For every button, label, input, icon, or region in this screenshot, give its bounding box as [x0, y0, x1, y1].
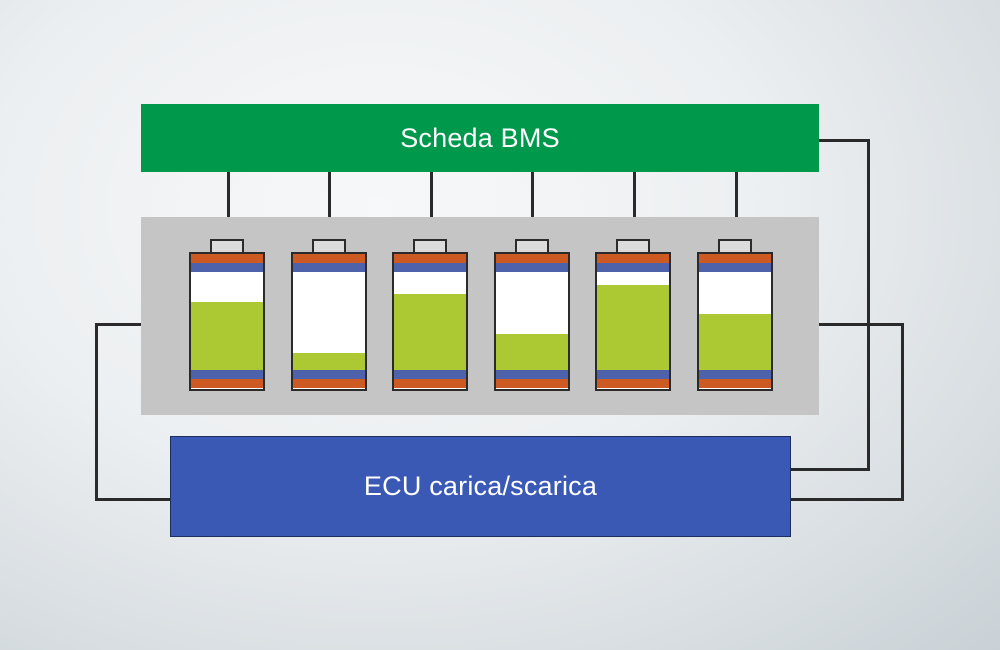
cell-bottom-orange-band [496, 379, 568, 388]
cell-bottom-blue-band [597, 370, 669, 379]
cell-top-orange-band [191, 254, 263, 263]
bms-cell-wire-5 [633, 172, 636, 217]
cell-charge-area [394, 273, 466, 370]
cell-top-orange-band [699, 254, 771, 263]
cell-bottom-orange-band [293, 379, 365, 388]
cell-bottom-orange-band [191, 379, 263, 388]
cell-bottom-blue-band [394, 370, 466, 379]
cell-top-blue-band [293, 263, 365, 272]
bms-cell-wire-3 [430, 172, 433, 217]
bms-cell-wire-4 [531, 172, 534, 217]
bms-board-label: Scheda BMS [400, 122, 560, 153]
cell-charge-area [293, 273, 365, 370]
cell-charge-level [699, 314, 771, 370]
battery-cell [392, 239, 468, 391]
cell-bottom-blue-band [191, 370, 263, 379]
battery-cell-terminal [413, 239, 447, 253]
cell-charge-level [496, 334, 568, 370]
cell-top-blue-band [394, 263, 466, 272]
battery-cell-terminal [616, 239, 650, 253]
cell-charge-level [293, 353, 365, 370]
ecu-box-label: ECU carica/scarica [363, 471, 598, 501]
cell-charge-level [597, 285, 669, 370]
cell-bottom-orange-band [597, 379, 669, 388]
tray-ecu-right-wire-bottom [791, 498, 904, 501]
cell-top-blue-band [597, 263, 669, 272]
cell-top-blue-band [191, 263, 263, 272]
battery-cell [595, 239, 671, 391]
tray-ecu-left-wire-vertical [95, 323, 98, 501]
battery-cell-terminal [718, 239, 752, 253]
cell-top-orange-band [597, 254, 669, 263]
cell-top-blue-band [496, 263, 568, 272]
cell-charge-area [597, 273, 669, 370]
battery-cell-body [595, 252, 671, 391]
cell-top-blue-band [699, 263, 771, 272]
battery-cell-body [392, 252, 468, 391]
battery-cell-terminal [515, 239, 549, 253]
cell-bottom-blue-band [699, 370, 771, 379]
cell-charge-area [496, 273, 568, 370]
battery-cell-body [494, 252, 570, 391]
cell-charge-area [191, 273, 263, 370]
cell-bottom-orange-band [699, 379, 771, 388]
cell-top-orange-band [496, 254, 568, 263]
cell-bottom-orange-band [394, 379, 466, 388]
cell-top-orange-band [394, 254, 466, 263]
tray-ecu-left-wire-bottom [95, 498, 170, 501]
cell-charge-level [191, 302, 263, 370]
battery-cell [189, 239, 265, 391]
battery-cell-body [291, 252, 367, 391]
cell-bottom-blue-band [496, 370, 568, 379]
bms-ecu-wire-bottom [791, 468, 870, 471]
bms-cell-wire-2 [328, 172, 331, 217]
battery-cell-terminal [210, 239, 244, 253]
cell-charge-area [699, 273, 771, 370]
battery-cell [291, 239, 367, 391]
bms-board: Scheda BMS [141, 104, 819, 172]
tray-ecu-right-wire-vertical [901, 323, 904, 501]
battery-cell-body [697, 252, 773, 391]
bms-cell-wire-1 [227, 172, 230, 217]
battery-cell [494, 239, 570, 391]
cell-charge-level [394, 294, 466, 370]
battery-cell-terminal [312, 239, 346, 253]
bms-ecu-wire-top [819, 139, 870, 142]
cell-top-orange-band [293, 254, 365, 263]
battery-cell [697, 239, 773, 391]
tray-ecu-left-wire-top [95, 323, 141, 326]
bms-cell-wire-6 [735, 172, 738, 217]
ecu-box: ECU carica/scarica [170, 436, 791, 537]
bms-ecu-wire-vertical [867, 139, 870, 471]
tray-ecu-right-wire-top [819, 323, 904, 326]
battery-cell-body [189, 252, 265, 391]
cell-bottom-blue-band [293, 370, 365, 379]
